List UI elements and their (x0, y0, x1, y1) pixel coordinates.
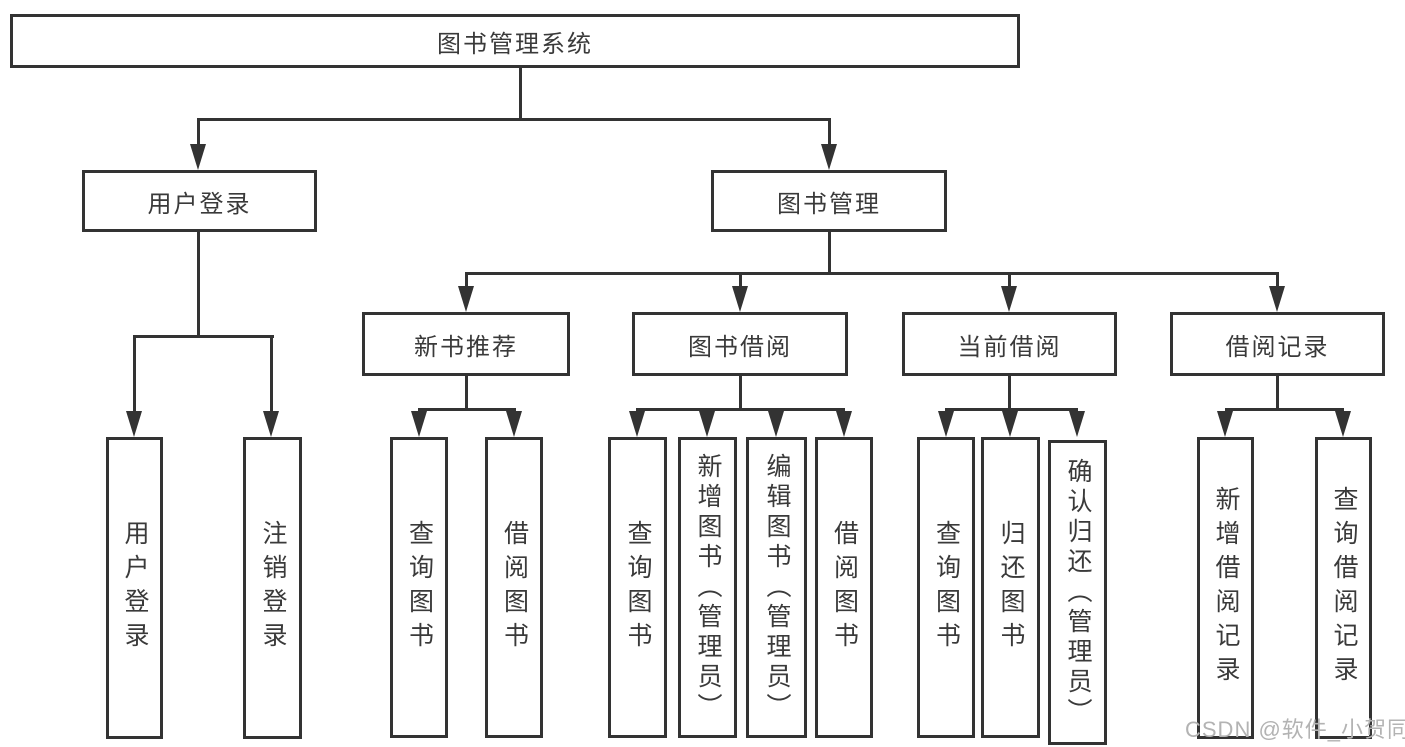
leaf-label: 新增借阅记录 (1212, 486, 1240, 690)
leaf-borrow-book-recommend: 借阅图书 (485, 437, 543, 738)
node-label: 当前借阅 (957, 333, 1062, 361)
connector-line (636, 408, 845, 411)
leaf-label: 查询借阅记录 (1330, 486, 1358, 690)
arrowhead-down-icon (836, 411, 852, 437)
connector-line (197, 232, 200, 338)
node-label: 图书借阅 (688, 333, 792, 361)
arrowhead-down-icon (629, 411, 645, 437)
csdn-watermark: CSDN @软件_小贺同学 (1185, 717, 1405, 742)
arrowhead-down-icon (732, 286, 748, 312)
connector-line (1008, 275, 1011, 286)
arrowhead-down-icon (126, 411, 142, 437)
connector-line (1225, 408, 1344, 411)
arrowhead-down-icon (768, 411, 784, 437)
arrowhead-down-icon (699, 411, 715, 437)
leaf-query-book-borrow: 查询图书 (608, 437, 667, 738)
arrowhead-down-icon (1335, 411, 1351, 437)
leaf-edit-book-admin: 编辑图书（管理员） (746, 437, 807, 738)
node-label: 用户登录 (147, 190, 252, 218)
leaf-label: 用户登录 (121, 520, 149, 656)
node-book-borrow: 图书借阅 (632, 312, 848, 376)
node-label: 图书管理 (777, 190, 881, 218)
arrowhead-down-icon (1269, 286, 1285, 312)
arrowhead-down-icon (506, 411, 522, 437)
arrowhead-down-icon (411, 411, 427, 437)
node-new-book-recommend: 新书推荐 (362, 312, 570, 376)
leaf-label: 编辑图书（管理员） (763, 452, 791, 723)
leaf-label: 新增图书（管理员） (694, 452, 722, 723)
node-book-management: 图书管理 (711, 170, 947, 232)
connector-line (133, 338, 136, 411)
leaf-label: 借阅图书 (830, 519, 859, 656)
leaf-add-book-admin: 新增图书（管理员） (678, 437, 737, 738)
leaf-query-book-current: 查询图书 (917, 437, 975, 738)
connector-line (739, 275, 742, 286)
connector-line (1008, 376, 1011, 411)
connector-line (465, 272, 1279, 275)
leaf-logout: 注销登录 (243, 437, 302, 739)
arrowhead-down-icon (190, 144, 206, 170)
leaf-add-borrow-record: 新增借阅记录 (1197, 437, 1254, 739)
leaf-return-book: 归还图书 (981, 437, 1040, 738)
connector-line (418, 408, 516, 411)
leaf-query-borrow-record: 查询借阅记录 (1315, 437, 1372, 739)
connector-line (739, 376, 742, 411)
node-label: 图书管理系统 (437, 30, 593, 58)
connector-line (828, 232, 831, 275)
node-borrow-record: 借阅记录 (1170, 312, 1385, 376)
leaf-borrow-book: 借阅图书 (815, 437, 873, 738)
leaf-query-book-recommend: 查询图书 (390, 437, 448, 738)
arrowhead-down-icon (1001, 286, 1017, 312)
connector-line (465, 376, 468, 411)
arrowhead-down-icon (938, 411, 954, 437)
arrowhead-down-icon (1002, 411, 1018, 437)
node-label: 新书推荐 (414, 333, 518, 361)
leaf-label: 借阅图书 (500, 519, 529, 656)
node-library-management-system: 图书管理系统 (10, 14, 1020, 68)
connector-line (270, 338, 273, 411)
connector-line (519, 68, 522, 121)
arrowhead-down-icon (1069, 411, 1085, 437)
connector-line (1276, 376, 1279, 411)
connector-line (197, 121, 200, 147)
leaf-label: 归还图书 (997, 519, 1025, 656)
leaf-label: 查询图书 (405, 519, 434, 656)
leaf-label: 确认归还（管理员） (1064, 457, 1092, 728)
leaf-confirm-return-admin: 确认归还（管理员） (1048, 440, 1107, 745)
leaf-user-login: 用户登录 (106, 437, 163, 739)
connector-line (828, 121, 831, 147)
node-current-borrow: 当前借阅 (902, 312, 1117, 376)
node-user-login: 用户登录 (82, 170, 317, 232)
connector-line (465, 275, 468, 286)
leaf-label: 查询图书 (624, 519, 652, 656)
arrowhead-down-icon (1217, 411, 1233, 437)
connector-line (197, 118, 831, 121)
leaf-label: 查询图书 (932, 519, 961, 656)
connector-line (1276, 275, 1279, 286)
node-label: 借阅记录 (1225, 333, 1330, 361)
leaf-label: 注销登录 (259, 520, 287, 656)
connector-line (945, 408, 1078, 411)
arrowhead-down-icon (821, 144, 837, 170)
arrowhead-down-icon (458, 286, 474, 312)
arrowhead-down-icon (263, 411, 279, 437)
connector-line (133, 335, 274, 338)
